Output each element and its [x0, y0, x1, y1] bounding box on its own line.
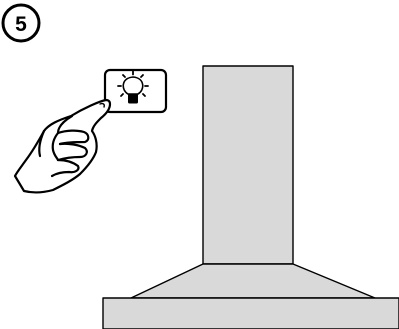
light-bulb-icon — [117, 70, 149, 104]
range-hood — [102, 65, 399, 329]
step-badge: 5 — [1, 3, 41, 43]
step-badge-circle — [1, 3, 41, 43]
light-button[interactable] — [103, 68, 168, 114]
pointing-hand-icon — [13, 98, 112, 194]
hood-chimney — [202, 65, 294, 265]
hood-base — [102, 297, 399, 329]
step-number: 5 — [15, 13, 27, 36]
hood-canopy — [130, 263, 376, 299]
